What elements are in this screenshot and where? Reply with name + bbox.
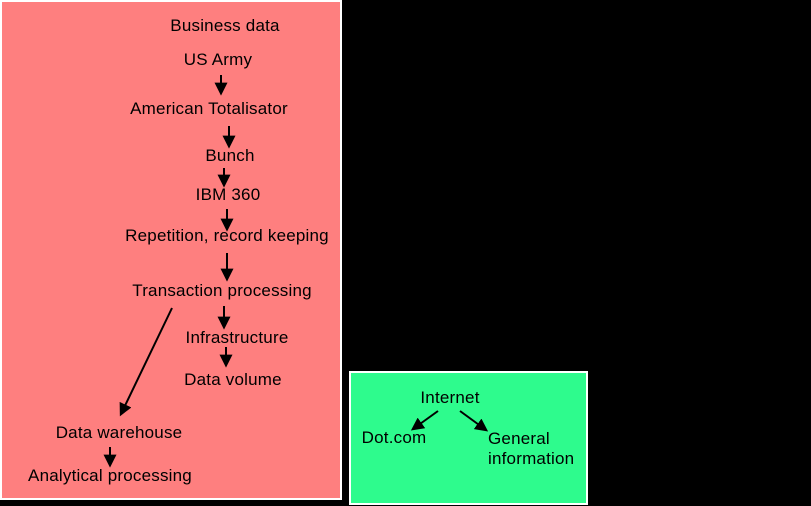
node-data-volume: Data volume (184, 370, 282, 389)
node-business-data: Business data (170, 16, 280, 35)
node-data-warehouse: Data warehouse (55, 423, 183, 442)
node-internet: Internet (420, 388, 480, 407)
pink-era-panel (0, 0, 342, 500)
node-repetition-record-keeping: Repetition, record keeping (125, 226, 329, 245)
node-ibm-360: IBM 360 (195, 185, 261, 204)
node-transaction-processing: Transaction processing (132, 281, 312, 300)
green-era-panel (349, 371, 588, 505)
node-dot-com: Dot.com (361, 428, 427, 447)
node-analytical-processing: Analytical processing (28, 466, 192, 485)
node-american-totalisator: American Totalisator (130, 99, 288, 118)
node-bunch: Bunch (205, 146, 255, 165)
node-general-information: General information (488, 429, 575, 468)
node-infrastructure: Infrastructure (185, 328, 289, 347)
node-us-army: US Army (183, 50, 253, 69)
